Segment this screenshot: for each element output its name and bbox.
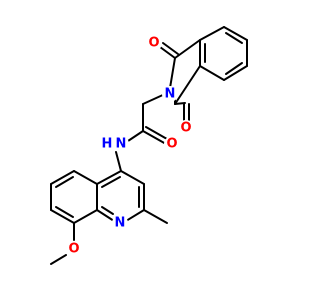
bond — [159, 46, 176, 59]
bond — [125, 209, 145, 222]
quinoline-pyridine-ring — [96, 170, 168, 224]
bond — [73, 170, 98, 185]
bond — [174, 65, 201, 105]
bond — [174, 102, 186, 105]
oxygen-label-amide: O — [166, 137, 177, 152]
double-bond-inner — [55, 206, 74, 218]
imide-carbonyl-top — [159, 42, 179, 59]
phthalimide-benzene-ring — [199, 26, 248, 81]
quinoline-benzo-ring — [50, 170, 98, 265]
methyl-bond — [143, 209, 168, 224]
bond — [115, 151, 122, 172]
bond — [96, 209, 115, 222]
label-background — [178, 120, 194, 136]
nitrogen-label-imide: N — [165, 87, 176, 102]
acetamide-linker — [115, 93, 168, 172]
label-background — [66, 241, 82, 257]
label-background — [112, 215, 128, 231]
label-background — [146, 35, 162, 51]
bond — [142, 93, 166, 105]
oxygen-label-imide-lower: O — [180, 121, 191, 136]
label-background — [162, 86, 178, 102]
bond — [50, 209, 75, 224]
bond — [96, 170, 122, 185]
bond — [223, 65, 248, 81]
label-background — [164, 136, 180, 152]
label-background — [113, 136, 129, 152]
bond — [50, 170, 75, 185]
bond — [174, 39, 201, 59]
bond — [127, 130, 144, 142]
double-bond-inner — [55, 176, 74, 188]
double-bond-inner — [225, 32, 243, 44]
imide-carbonyl-lower — [183, 103, 190, 121]
bond — [199, 26, 225, 41]
double-bond-inner — [101, 176, 121, 188]
double-bond — [145, 126, 168, 140]
bond — [73, 209, 98, 224]
bond — [142, 130, 167, 145]
bond — [162, 42, 179, 55]
hydrogen-label-amide: H — [102, 137, 113, 152]
nitrogen-label-quinoline: N — [115, 216, 126, 231]
oxygen-label-methoxy: O — [68, 242, 79, 257]
atom-labels: O O N O N H N O — [66, 35, 194, 257]
bond-to-n — [169, 57, 176, 89]
double-bond-inner — [225, 62, 243, 75]
nitrogen-label-amide: N — [116, 137, 127, 152]
bond — [223, 26, 248, 41]
imide-ring — [169, 39, 201, 105]
methoxy-methyl-bond — [50, 254, 67, 265]
double-bond-inner — [101, 206, 114, 215]
bond — [199, 65, 225, 81]
bond — [120, 170, 145, 185]
structure-canvas: O O N O N H N O — [50, 26, 248, 265]
oxygen-label-imide-top: O — [148, 36, 159, 51]
